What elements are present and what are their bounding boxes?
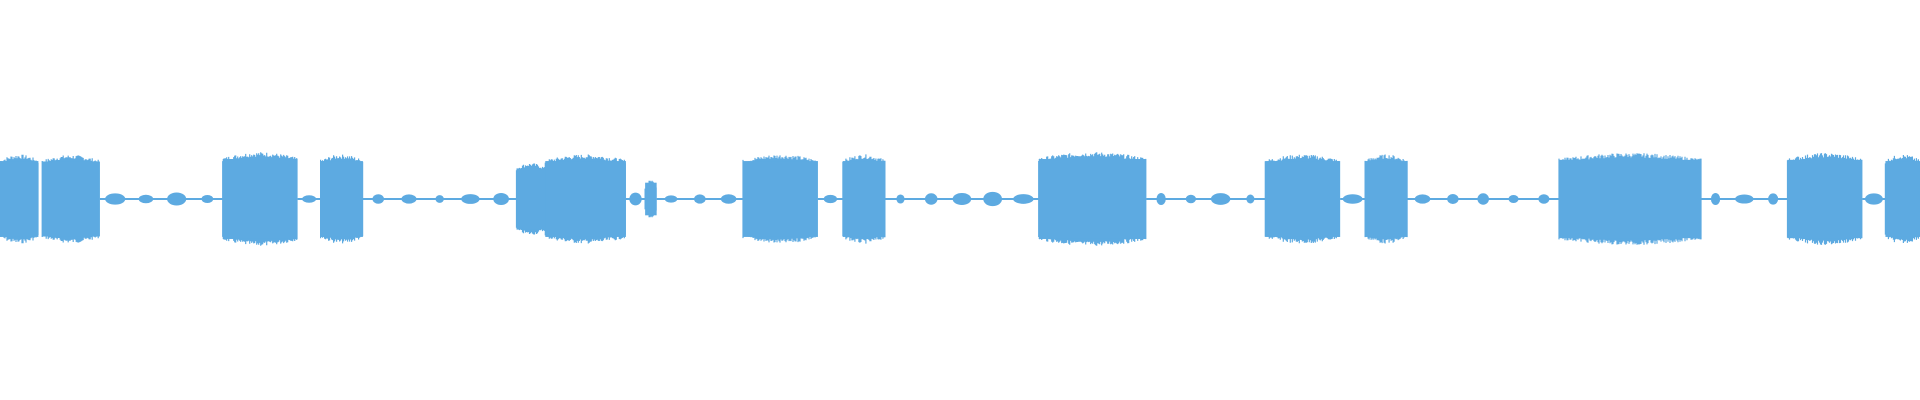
waveform-segment-loud xyxy=(41,155,100,243)
waveform-segment-quiet xyxy=(99,192,223,206)
waveform-segment-quiet xyxy=(1146,192,1266,206)
waveform-segment-burst xyxy=(644,180,657,218)
waveform-segment-quiet xyxy=(817,194,843,204)
waveform-segment-quiet xyxy=(885,191,1039,207)
waveform-segment-quiet xyxy=(625,192,646,206)
waveform-segment-quiet xyxy=(1407,193,1560,205)
waveform-segment-loud xyxy=(320,154,364,244)
waveform-segment-loud xyxy=(1884,155,1920,243)
waveform-segment-quiet xyxy=(656,194,744,204)
waveform-segment-loud xyxy=(1786,153,1863,245)
waveform-segment-loud xyxy=(0,154,39,244)
waveform-segment-loud xyxy=(1558,153,1702,245)
waveform-segment-quiet xyxy=(1701,192,1788,206)
waveform-segment-loud xyxy=(1364,154,1408,244)
waveform-segment-loud xyxy=(1264,154,1341,244)
waveform-segment-loud xyxy=(222,152,298,246)
waveform-segment-quiet xyxy=(297,195,321,203)
waveform-segment-quiet xyxy=(1340,194,1366,204)
waveform-segment-loud xyxy=(742,155,818,243)
waveform-segment-loud xyxy=(544,154,626,244)
waveform-segment-loud xyxy=(515,163,546,235)
waveform-segment-quiet xyxy=(1862,193,1886,205)
waveform-segment-loud xyxy=(842,154,886,244)
waveform-segment-quiet xyxy=(362,192,517,206)
waveform-segment-loud xyxy=(1038,152,1147,246)
